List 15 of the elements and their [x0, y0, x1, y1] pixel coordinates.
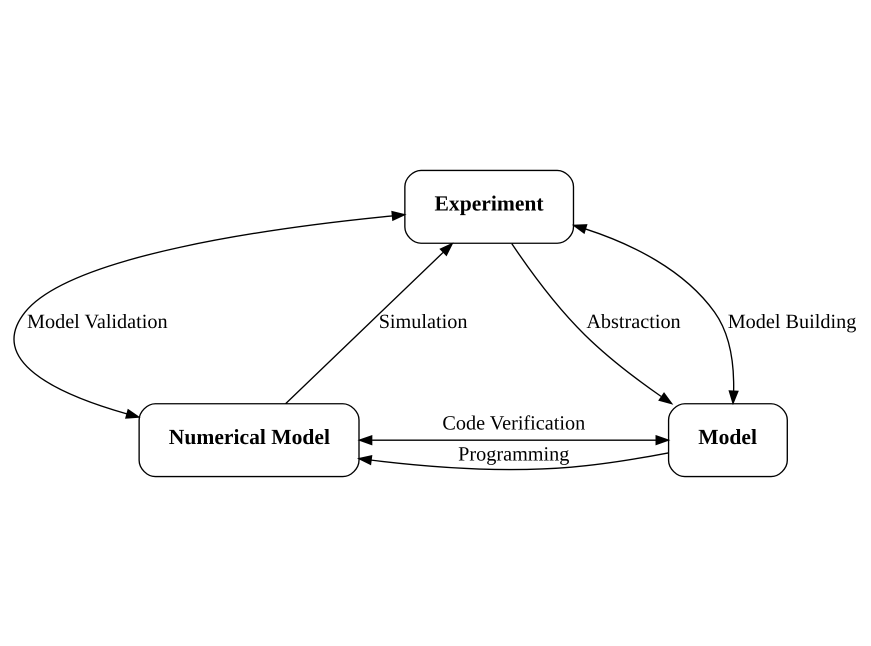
- edge-label: Code Verification: [442, 412, 586, 434]
- arrow: [357, 434, 670, 445]
- edge-label: Programming: [458, 442, 570, 465]
- arrow: [14, 210, 407, 418]
- arrow: [356, 452, 668, 470]
- edge-label: Model Building: [728, 310, 856, 333]
- edge-label: Simulation: [378, 310, 468, 333]
- node-box: Model: [668, 402, 788, 477]
- node-box: Experiment: [404, 169, 574, 244]
- arrow: [511, 242, 674, 404]
- node-box: Numerical Model: [138, 402, 360, 477]
- arrow: [572, 224, 739, 405]
- edge-label: Abstraction: [586, 310, 681, 333]
- arrow: [285, 242, 454, 404]
- edge-label: Model Validation: [27, 310, 168, 333]
